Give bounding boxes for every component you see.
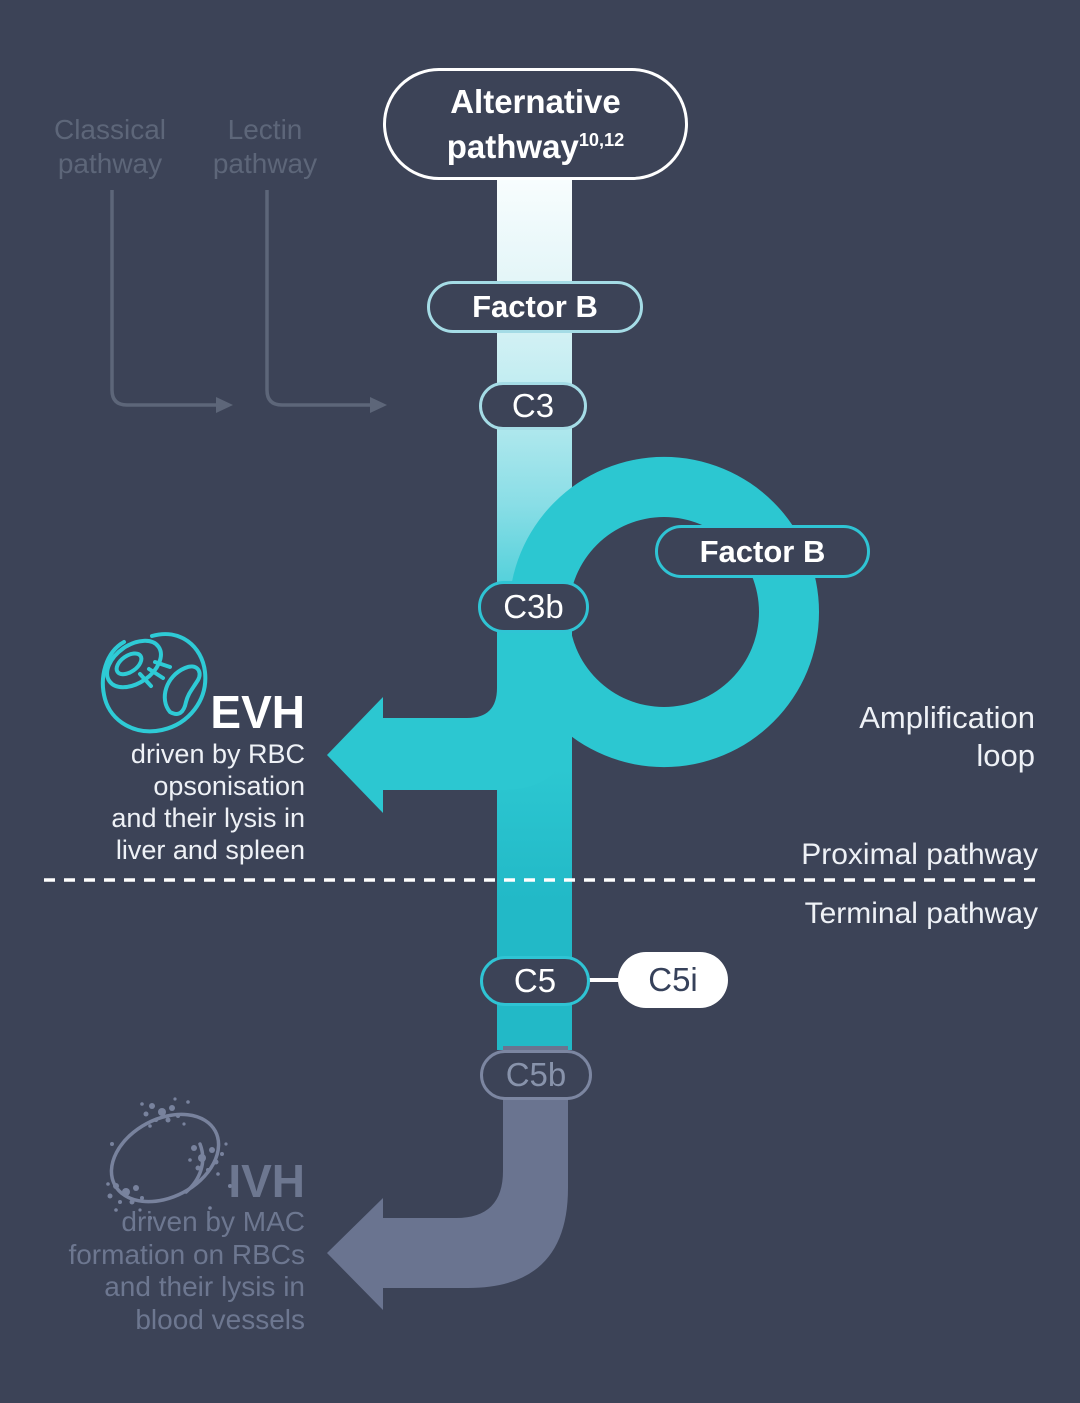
- alternative-pathway-references: 10,12: [578, 130, 625, 150]
- c5-label: C5: [513, 962, 557, 999]
- lectin-pathway-arrowhead-icon: [370, 397, 387, 413]
- evh-description: EVH driven by RBC opsonisation and their…: [60, 686, 305, 866]
- factor-b-top-node: Factor B: [427, 281, 643, 333]
- factor-b-loop-label: Factor B: [699, 533, 826, 569]
- factor-b-loop-node: Factor B: [655, 525, 870, 578]
- mac-cluster-top: [140, 1097, 186, 1128]
- c5-node: C5: [480, 956, 590, 1006]
- ivh-description: IVH driven by MAC formation on RBCs and …: [25, 1156, 305, 1336]
- evh-text: driven by RBC opsonisation and their lys…: [111, 739, 305, 865]
- factor-b-top-label: Factor B: [472, 289, 598, 324]
- c3-node: C3: [479, 382, 587, 430]
- evh-arrow: [327, 590, 572, 813]
- c3-label: C3: [511, 387, 555, 424]
- alternative-pathway-node: Alternative pathway10,12: [383, 68, 688, 180]
- ivh-title: IVH: [228, 1155, 305, 1207]
- lectin-pathway-label: Lectin pathway: [212, 114, 318, 179]
- amplification-loop-label: Amplification loop: [859, 700, 1035, 773]
- rbc-opsonisation-icon: [100, 632, 208, 734]
- c5i-node: C5i: [618, 952, 728, 1008]
- classical-pathway-connector: [110, 190, 216, 407]
- lectin-pathway-connector: [265, 190, 370, 407]
- terminal-pathway-label: Terminal pathway: [804, 897, 1038, 930]
- evh-title: EVH: [210, 686, 305, 738]
- mac-cluster-left: [106, 1182, 144, 1212]
- classical-pathway-label: Classical pathway: [53, 114, 167, 179]
- mac-formation-icon: [106, 1097, 232, 1220]
- ivh-text: driven by MAC formation on RBCs and thei…: [68, 1206, 305, 1335]
- c3b-label: C3b: [503, 588, 564, 625]
- alternative-pathway-label: Alternative pathway10,12: [446, 83, 625, 165]
- c5b-label: C5b: [505, 1056, 567, 1093]
- mac-cluster-right: [188, 1142, 228, 1176]
- proximal-pathway-label: Proximal pathway: [801, 838, 1038, 871]
- c3b-node: C3b: [478, 581, 589, 633]
- mac-scatter-dots: [110, 1100, 232, 1220]
- classical-pathway-arrowhead-icon: [216, 397, 233, 413]
- c5i-label: C5i: [648, 961, 698, 998]
- c5b-node: C5b: [480, 1050, 592, 1100]
- ivh-arrow: [327, 1046, 568, 1310]
